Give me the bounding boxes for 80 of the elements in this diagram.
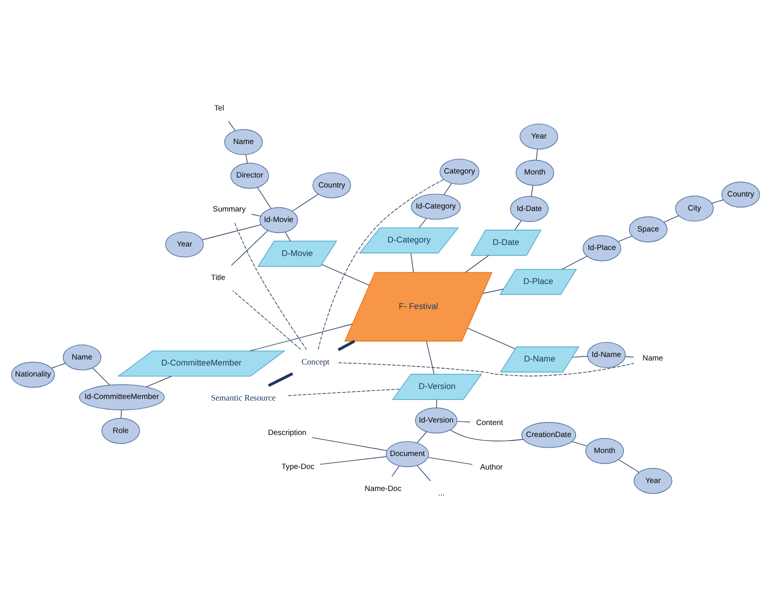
connector <box>288 388 401 396</box>
connector <box>664 214 679 222</box>
connector <box>571 440 588 446</box>
node-ellipse: Nationality <box>11 361 55 388</box>
connector <box>536 148 538 160</box>
connector <box>257 186 272 208</box>
connector <box>416 430 427 443</box>
node-ellipse: Country <box>312 172 352 198</box>
connector <box>228 120 236 131</box>
connector <box>292 193 319 211</box>
connector <box>416 464 431 481</box>
connector <box>249 323 352 351</box>
node-text: Content <box>476 417 504 426</box>
node-ellipse: Year <box>520 123 558 149</box>
connector <box>562 255 588 270</box>
node-ellipse: Month <box>516 159 554 186</box>
node-ellipse: Id-Version <box>415 407 458 433</box>
node-ellipse: Country <box>721 181 760 208</box>
node-ellipse: Id-Name <box>587 341 626 368</box>
node-ellipse: Document <box>386 440 429 467</box>
node-ellipse: Id-Date <box>510 196 549 222</box>
node-ellipse: Name <box>224 128 263 155</box>
connector <box>467 327 516 349</box>
connector <box>251 213 261 216</box>
node-ellipse: City <box>675 195 714 222</box>
connector <box>51 362 66 368</box>
connector <box>392 465 400 476</box>
connector <box>572 355 588 358</box>
connector <box>338 362 634 376</box>
node-ellipse: CreationDate <box>521 422 576 448</box>
connector <box>231 230 268 266</box>
node-ellipse: Id-Category <box>410 193 461 220</box>
connector <box>418 218 427 228</box>
connector <box>428 456 473 464</box>
connector <box>624 356 634 358</box>
node-text: Name-Doc <box>364 484 402 493</box>
connector <box>92 367 110 385</box>
connector <box>246 154 248 164</box>
node-text: ... <box>438 488 445 498</box>
connector <box>284 231 291 241</box>
node-text: Title <box>211 272 226 282</box>
node-ellipse: Director <box>230 162 270 188</box>
connector <box>318 178 444 350</box>
connector <box>482 288 504 294</box>
node-ellipse: Space <box>628 216 668 242</box>
connector <box>618 458 640 472</box>
connector <box>338 339 356 351</box>
connector <box>444 182 452 194</box>
node-text: Summary <box>212 204 246 213</box>
connector <box>268 372 294 386</box>
node-text: Tel <box>214 102 224 112</box>
connector <box>202 224 262 240</box>
node-ellipse: Category <box>440 158 480 184</box>
connector <box>514 220 522 230</box>
connector <box>232 290 302 350</box>
connector <box>410 252 414 272</box>
connector <box>312 436 388 450</box>
connector <box>436 398 438 408</box>
node-ellipse: Name <box>62 344 102 370</box>
connector <box>618 235 632 242</box>
connector <box>426 340 434 374</box>
node-ellipse: Year <box>634 467 672 494</box>
connector <box>450 429 524 441</box>
node-ellipse: Year <box>165 230 204 257</box>
node-ellipse: Id-CommitteeMember <box>79 384 165 410</box>
node-ellipse: Role <box>101 417 140 444</box>
node-ellipse: Month <box>585 438 624 464</box>
node-text: Type-Doc <box>281 461 314 470</box>
node-ellipse: Id-Movie <box>259 206 298 233</box>
connector <box>146 375 172 387</box>
node-ellipse: Id-Place <box>582 234 622 261</box>
node-text: Author <box>480 462 503 471</box>
node-text: Description <box>268 428 306 437</box>
connector <box>322 264 370 286</box>
connector <box>530 184 534 196</box>
node-text: Name <box>642 353 664 362</box>
connector <box>320 456 387 464</box>
connector <box>234 221 307 350</box>
connector <box>711 199 724 204</box>
connector <box>456 420 470 422</box>
